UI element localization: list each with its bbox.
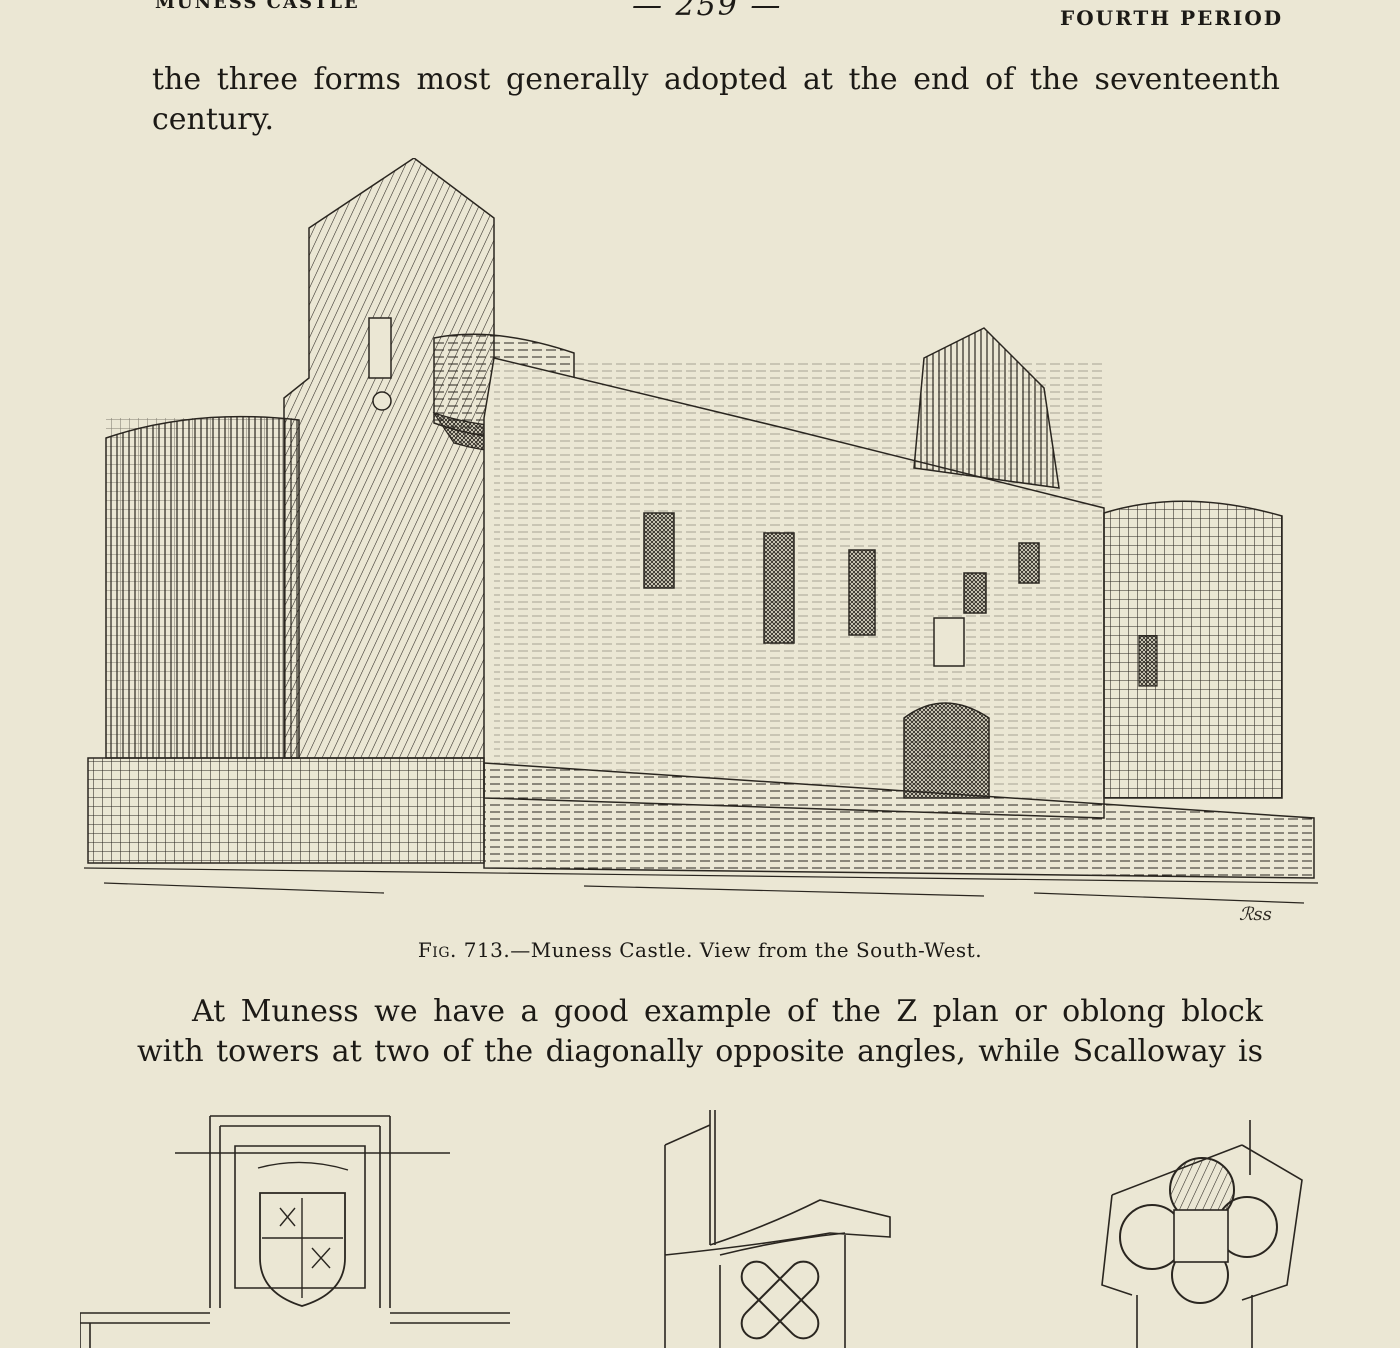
foreground-wall bbox=[483, 762, 1315, 879]
boundary-wall bbox=[87, 757, 485, 864]
armorial-panel-detail bbox=[80, 1108, 520, 1348]
figure-caption: Fig. 713.—Muness Castle. View from the S… bbox=[0, 938, 1400, 962]
window bbox=[963, 572, 987, 614]
chimney-gable bbox=[913, 327, 1060, 489]
window bbox=[848, 549, 876, 636]
window bbox=[763, 532, 795, 644]
square-tower bbox=[283, 158, 495, 759]
armorial-panel bbox=[933, 617, 965, 667]
ground bbox=[84, 867, 1318, 904]
castle-drawing: ℛss bbox=[84, 158, 1318, 925]
running-head-period: FOURTH PERIOD bbox=[1060, 6, 1284, 30]
paragraph-intro: the three forms most generally adopted a… bbox=[152, 60, 1280, 140]
window bbox=[1018, 542, 1040, 584]
artist-signature: ℛss bbox=[1239, 904, 1272, 925]
paragraph-line: century. bbox=[152, 102, 275, 137]
doorway bbox=[903, 702, 990, 799]
shield-icon bbox=[259, 1192, 346, 1307]
quatrefoil-cross-icon bbox=[740, 1260, 820, 1340]
corbel-detail bbox=[660, 1105, 900, 1348]
window bbox=[643, 512, 675, 589]
figure-label: Fig. 713. bbox=[417, 938, 511, 962]
paragraph-line: the three forms most generally adopted a… bbox=[152, 62, 1280, 97]
paragraph-line: with towers at two of the diagonally opp… bbox=[137, 1034, 1263, 1069]
paragraph-line: At Muness we have a good example of the … bbox=[192, 994, 1263, 1029]
running-head: MUNESS CASTLE — 259 — FOURTH PERIOD bbox=[0, 0, 1400, 34]
paragraph-z-plan: At Muness we have a good example of the … bbox=[137, 992, 1263, 1072]
page-number: — 259 — bbox=[632, 0, 783, 23]
figure-caption-text: —Muness Castle. View from the South-West… bbox=[510, 938, 983, 962]
running-head-title: MUNESS CASTLE bbox=[155, 0, 360, 13]
castle-illustration: ℛss bbox=[84, 158, 1318, 928]
right-round-tower bbox=[1103, 500, 1283, 799]
quatrefoil-detail bbox=[1092, 1115, 1312, 1348]
